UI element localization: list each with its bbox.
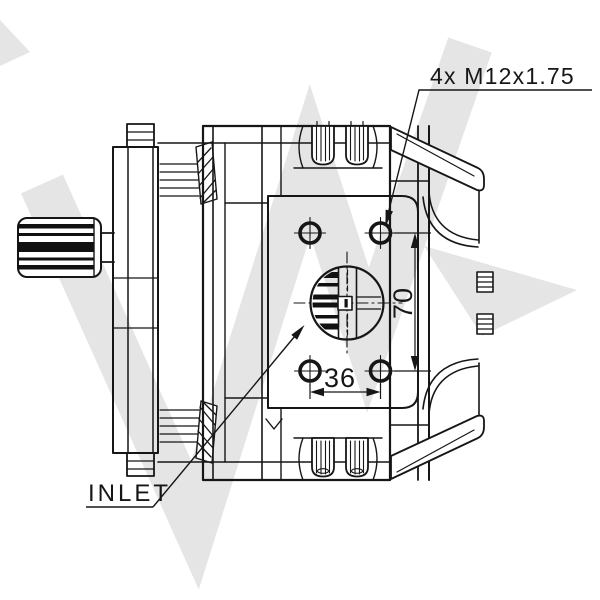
rear-cover xyxy=(389,125,494,481)
watermark-logo xyxy=(0,20,577,590)
bolt-plate xyxy=(267,195,419,409)
port-threads-bottom xyxy=(311,437,369,478)
bolt-hole-top-left xyxy=(293,216,327,250)
drive-shaft xyxy=(17,217,115,278)
bolt-callout-arrowhead xyxy=(385,209,393,226)
bolt-callout: 4x M12x1.75 xyxy=(385,63,592,226)
inlet-callout: INLET xyxy=(86,325,305,508)
bolt-holes xyxy=(293,216,397,388)
inlet-leader xyxy=(152,335,296,508)
bolt-callout-leader xyxy=(385,89,592,223)
annotations: 70 36 4x M12x1.75 INLET xyxy=(86,63,592,508)
watermark-corner-sliver xyxy=(0,20,30,66)
bolt-hole-bottom-right xyxy=(364,354,397,388)
mounting-flange xyxy=(112,123,159,477)
shaft-spline-stripes xyxy=(18,224,94,270)
port-threads-top xyxy=(311,120,369,166)
inlet-arrowhead xyxy=(291,325,305,340)
bolt-hole-top-right xyxy=(364,216,397,250)
gear-housing-body xyxy=(157,124,392,482)
flange-top-cap xyxy=(126,123,155,148)
arrowhead-right xyxy=(366,387,381,397)
step-lines-bottom xyxy=(159,409,200,443)
inlet-label: INLET xyxy=(88,480,171,507)
bolt-hole-bottom-left xyxy=(293,354,327,388)
arrowhead-down xyxy=(410,356,420,371)
dimension-vertical xyxy=(394,232,431,372)
watermark-zigzag xyxy=(21,37,492,590)
rear-boss-stripes xyxy=(476,276,494,330)
watermark-arrow xyxy=(424,246,577,336)
arrowhead-left xyxy=(310,387,324,397)
arrowhead-up xyxy=(410,233,420,248)
pump-linework xyxy=(17,120,494,482)
dimension-horizontal xyxy=(309,384,382,399)
dimension-36-label: 36 xyxy=(324,363,356,393)
locating-notch xyxy=(265,418,283,430)
dimension-70-label: 70 xyxy=(388,287,418,319)
flange-bottom-cap xyxy=(126,452,155,477)
step-lines-top xyxy=(159,163,200,197)
bolt-callout-label: 4x M12x1.75 xyxy=(430,63,575,89)
